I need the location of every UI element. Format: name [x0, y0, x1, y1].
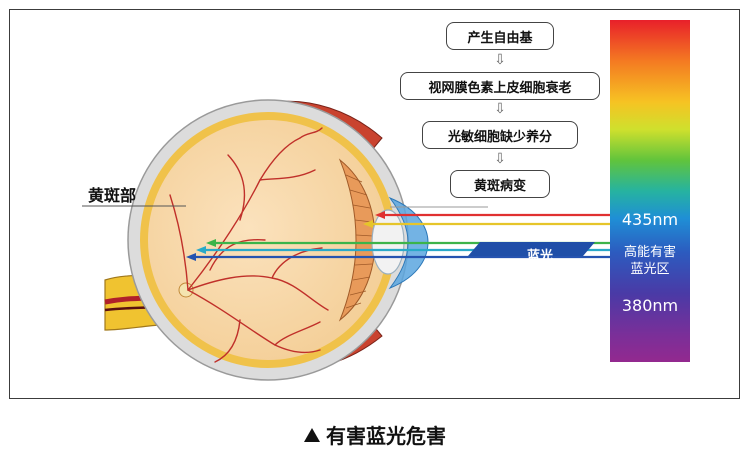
- blue-light-banner: [468, 242, 595, 256]
- spectrum-zone-line2: 蓝光区: [630, 262, 670, 277]
- diagram-frame: 黄斑部 蓝光 产生自由基 ⇩ 视网膜色素上皮细胞衰老 ⇩ 光敏细胞缺少养分 ⇩ …: [9, 9, 740, 399]
- spectrum-zone-line1: 高能有害: [623, 245, 676, 260]
- flow-arrow-icon: ⇩: [494, 52, 506, 68]
- macula-label: 黄斑部: [88, 186, 137, 205]
- caption-text: 有害蓝光危害: [326, 424, 446, 448]
- blue-light-label: 蓝光: [526, 249, 553, 264]
- ray-arrowheads: [186, 211, 385, 261]
- triangle-up-icon: [304, 428, 320, 442]
- spectrum-435nm-label: 435nm: [621, 210, 679, 229]
- flow-arrow-icon: ⇩: [494, 151, 506, 167]
- flow-step-photoreceptor-nutrient: 光敏细胞缺少养分: [422, 121, 578, 149]
- ciliary-body: [338, 158, 376, 322]
- light-spectrum-bar: 435nm 高能有害 蓝光区 380nm: [610, 20, 690, 362]
- caption: 有害蓝光危害: [0, 420, 750, 449]
- optic-disc: [178, 282, 194, 298]
- flow-step-free-radicals: 产生自由基: [446, 22, 554, 50]
- eye-illustration: [82, 99, 610, 381]
- retina: [148, 120, 388, 360]
- spectrum-380nm-label: 380nm: [621, 296, 679, 315]
- flow-step-rpe-aging: 视网膜色素上皮细胞衰老: [400, 72, 600, 100]
- flow-arrow-icon: ⇩: [494, 101, 506, 117]
- flow-step-macular-degeneration: 黄斑病变: [450, 170, 550, 198]
